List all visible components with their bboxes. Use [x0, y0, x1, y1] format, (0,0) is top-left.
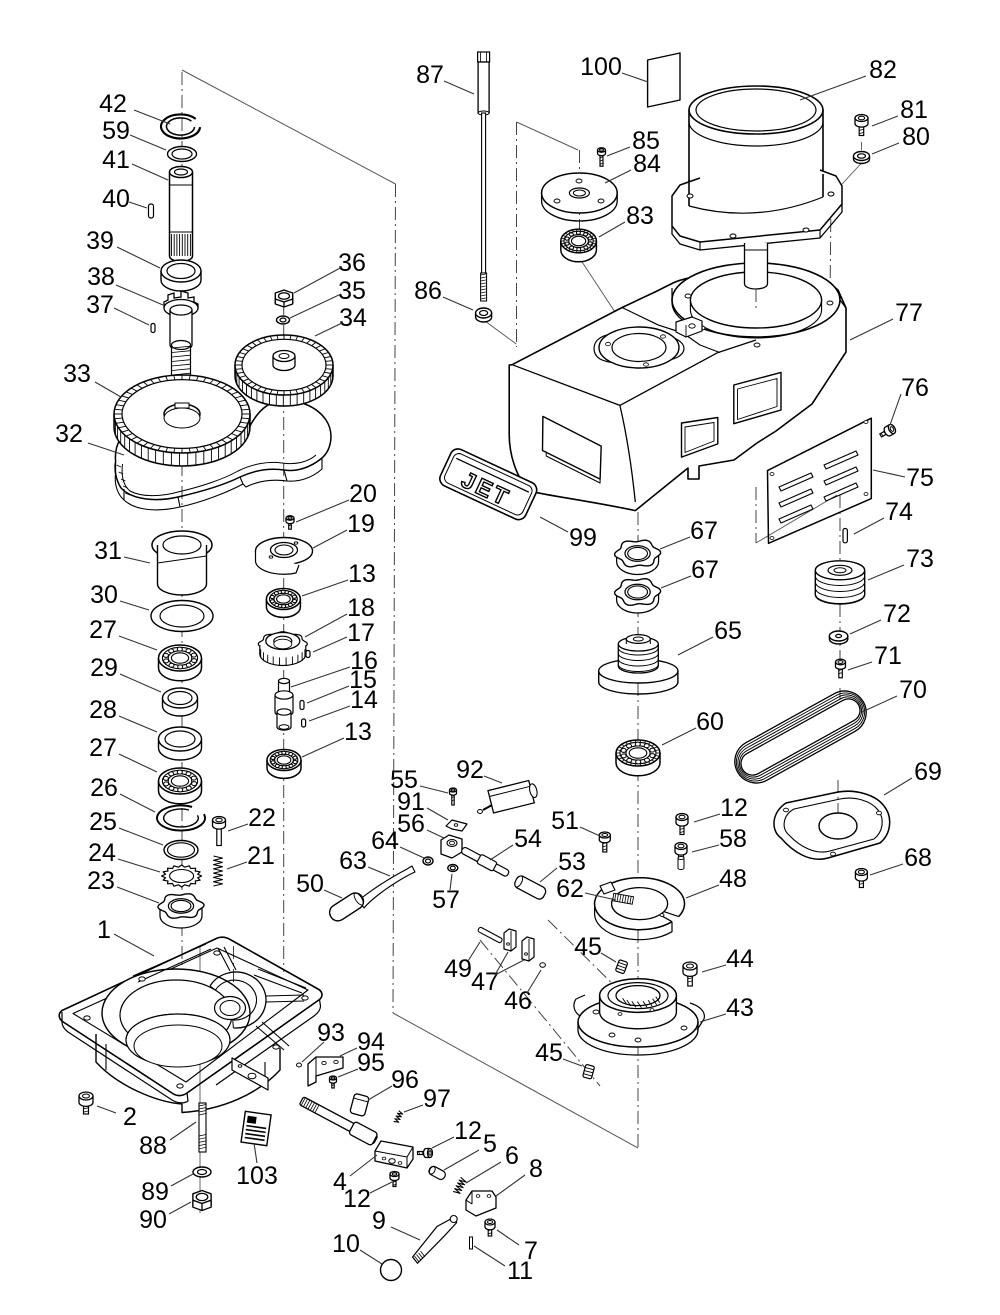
svg-text:21: 21: [247, 842, 275, 870]
svg-text:93: 93: [317, 1019, 345, 1047]
svg-text:44: 44: [726, 945, 754, 973]
svg-text:8: 8: [529, 1155, 543, 1183]
svg-text:4: 4: [333, 1168, 347, 1196]
svg-text:73: 73: [906, 545, 934, 573]
svg-text:15: 15: [349, 666, 377, 694]
svg-text:30: 30: [90, 581, 118, 609]
svg-text:88: 88: [139, 1132, 167, 1160]
svg-text:20: 20: [349, 480, 377, 508]
svg-text:86: 86: [414, 277, 442, 305]
svg-text:33: 33: [63, 360, 91, 388]
svg-text:34: 34: [339, 304, 367, 332]
svg-text:17: 17: [347, 619, 375, 647]
svg-text:24: 24: [88, 839, 116, 867]
svg-text:45: 45: [574, 933, 602, 961]
svg-text:72: 72: [883, 600, 911, 628]
svg-text:27: 27: [89, 616, 117, 644]
svg-text:28: 28: [89, 696, 117, 724]
svg-text:95: 95: [357, 1049, 385, 1077]
svg-text:64: 64: [371, 827, 399, 855]
svg-text:59: 59: [102, 117, 130, 145]
svg-text:13: 13: [348, 560, 376, 588]
svg-text:68: 68: [904, 844, 932, 872]
svg-text:23: 23: [87, 867, 115, 895]
svg-text:65: 65: [714, 617, 742, 645]
svg-text:69: 69: [914, 758, 942, 786]
svg-text:42: 42: [99, 90, 127, 118]
svg-text:77: 77: [895, 299, 923, 327]
svg-text:103: 103: [236, 1162, 278, 1190]
svg-text:47: 47: [471, 968, 499, 996]
svg-text:1: 1: [97, 916, 111, 944]
svg-text:6: 6: [505, 1142, 519, 1170]
svg-text:36: 36: [338, 249, 366, 277]
svg-text:40: 40: [102, 185, 130, 213]
svg-text:12: 12: [720, 794, 748, 822]
svg-text:50: 50: [296, 870, 324, 898]
svg-text:53: 53: [558, 848, 586, 876]
svg-text:11: 11: [507, 1257, 533, 1285]
svg-text:76: 76: [901, 374, 929, 402]
svg-text:25: 25: [89, 808, 117, 836]
svg-text:90: 90: [139, 1206, 167, 1234]
svg-text:26: 26: [90, 774, 118, 802]
svg-text:22: 22: [248, 804, 276, 832]
svg-text:67: 67: [690, 517, 718, 545]
svg-text:100: 100: [580, 53, 622, 81]
svg-text:96: 96: [391, 1066, 419, 1094]
svg-text:56: 56: [397, 810, 425, 838]
svg-text:54: 54: [514, 825, 542, 853]
svg-text:13: 13: [344, 718, 372, 746]
svg-text:71: 71: [874, 642, 902, 670]
svg-text:97: 97: [423, 1085, 451, 1113]
svg-text:92: 92: [456, 756, 484, 784]
svg-text:7: 7: [524, 1237, 538, 1265]
svg-text:43: 43: [726, 994, 754, 1022]
svg-text:38: 38: [87, 263, 115, 291]
svg-text:18: 18: [347, 594, 375, 622]
svg-text:45: 45: [535, 1039, 563, 1067]
svg-text:27: 27: [89, 734, 117, 762]
svg-text:94: 94: [357, 1028, 385, 1056]
svg-text:89: 89: [141, 1178, 169, 1206]
svg-text:51: 51: [551, 807, 579, 835]
svg-text:35: 35: [338, 277, 366, 305]
svg-text:57: 57: [432, 886, 460, 914]
svg-text:9: 9: [372, 1207, 386, 1235]
svg-text:37: 37: [86, 291, 114, 319]
svg-text:55: 55: [390, 766, 418, 794]
svg-text:83: 83: [626, 202, 654, 230]
svg-text:91: 91: [397, 788, 425, 816]
svg-text:19: 19: [347, 510, 375, 538]
svg-text:12: 12: [454, 1117, 482, 1145]
svg-text:5: 5: [483, 1130, 497, 1158]
svg-text:87: 87: [416, 61, 444, 89]
svg-text:14: 14: [350, 686, 378, 714]
svg-text:80: 80: [902, 123, 930, 151]
svg-text:49: 49: [444, 955, 472, 983]
svg-text:2: 2: [123, 1103, 137, 1131]
svg-text:58: 58: [719, 825, 747, 853]
svg-text:62: 62: [556, 875, 584, 903]
svg-text:99: 99: [569, 524, 597, 552]
svg-text:48: 48: [719, 865, 747, 893]
svg-text:84: 84: [633, 150, 661, 178]
svg-text:85: 85: [632, 127, 660, 155]
svg-text:32: 32: [55, 420, 83, 448]
svg-text:70: 70: [899, 676, 927, 704]
svg-text:31: 31: [94, 537, 122, 565]
svg-text:60: 60: [696, 708, 724, 736]
svg-text:29: 29: [90, 654, 118, 682]
svg-text:74: 74: [885, 498, 913, 526]
svg-text:41: 41: [102, 146, 130, 174]
svg-text:16: 16: [350, 647, 378, 675]
svg-text:12: 12: [343, 1185, 371, 1213]
svg-text:75: 75: [906, 464, 934, 492]
svg-text:63: 63: [339, 847, 367, 875]
svg-text:82: 82: [869, 56, 897, 84]
svg-text:39: 39: [86, 227, 114, 255]
svg-text:67: 67: [691, 556, 719, 584]
svg-text:81: 81: [900, 96, 928, 124]
svg-text:10: 10: [332, 1230, 360, 1258]
